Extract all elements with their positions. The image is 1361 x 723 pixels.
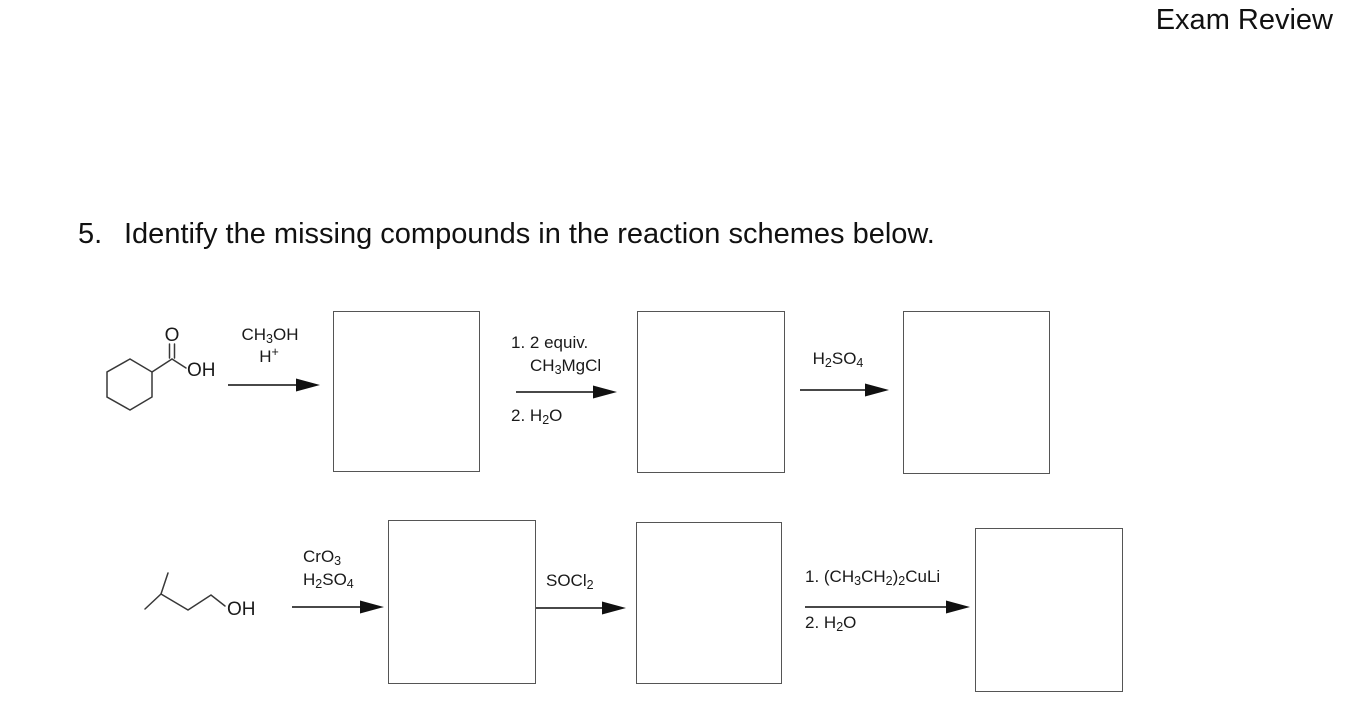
carbonyl-oxygen-label: O: [165, 325, 180, 346]
page-title: Exam Review: [1155, 4, 1333, 36]
reagent-label-h2so4-ox: H2SO4: [303, 570, 354, 591]
cyclohexane-ring: [106, 358, 153, 411]
reagent-label-socl2: SOCl2: [546, 571, 594, 592]
reagent-label-2equiv: 1. 2 equiv.: [511, 333, 589, 352]
answer-box-4: [388, 520, 536, 684]
c-oh-bond: [171, 358, 187, 369]
alcohol-hydroxyl-label: OH: [227, 599, 256, 620]
reagent-label-ch3mgcl: CH3MgCl: [530, 356, 602, 377]
answer-box-2: [637, 311, 785, 473]
reaction-arrow-5: [536, 601, 626, 615]
reagent-label-h2so4: H2SO4: [812, 349, 864, 370]
answer-box-5: [636, 522, 782, 684]
reagent-label-h2o-workup-2: 2. H2O: [805, 613, 857, 634]
cyclohexanecarboxylic-acid-structure: O OH: [106, 325, 216, 411]
reaction-arrow-6: [805, 600, 970, 614]
3-methyl-1-butanol-structure: OH: [144, 572, 256, 620]
reagent-label-cro3: CrO3: [303, 547, 342, 568]
acid-hydroxyl-label: OH: [187, 360, 216, 381]
answer-box-6: [975, 528, 1123, 692]
ring-to-carbonyl-bond: [151, 358, 173, 373]
question-text: Identify the missing compounds in the re…: [124, 218, 935, 250]
reagent-label-cuprate: 1. (CH3CH2)2CuLi: [805, 567, 941, 588]
reagent-label-h2o-workup: 2. H2O: [511, 406, 563, 427]
question-number: 5.: [78, 218, 103, 250]
chain-bonds: [160, 593, 226, 611]
reagent-label-ch3oh: CH3OH: [241, 325, 299, 346]
answer-box-3: [903, 311, 1050, 474]
isopropyl-bonds: [144, 572, 169, 610]
answer-box-1: [333, 311, 480, 472]
reagent-label-h-plus: H+: [259, 345, 279, 366]
reaction-arrow-4: [292, 600, 384, 614]
reaction-arrow-1: [228, 378, 320, 392]
reaction-arrow-2: [516, 385, 617, 399]
question-line: 5. Identify the missing compounds in the …: [78, 218, 935, 251]
reaction-arrow-3: [800, 383, 889, 397]
